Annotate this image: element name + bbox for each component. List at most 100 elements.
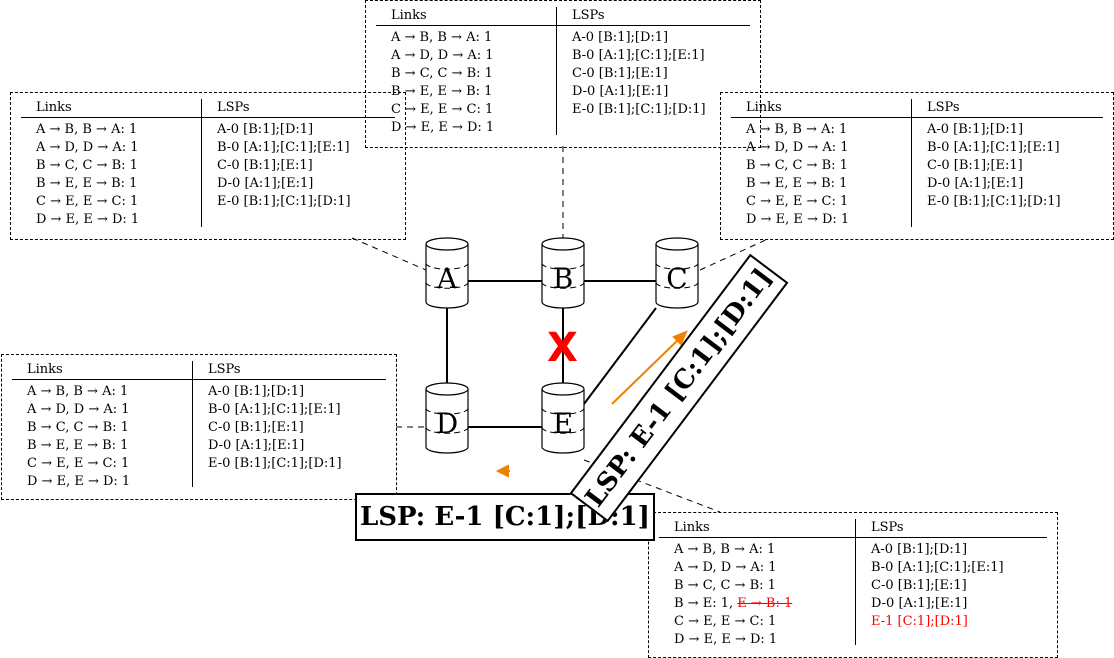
table-cell: B → E, E → B: 1 bbox=[391, 84, 493, 99]
node-b-cylinder bbox=[541, 237, 585, 309]
table-cell: B → C, C → B: 1 bbox=[27, 420, 129, 435]
node-b-label: B bbox=[552, 262, 574, 295]
lsps-column: A-0 [B:1];[D:1] B-0 [A:1];[C:1];[E:1] C-0 … bbox=[927, 121, 1061, 211]
table-cell: C-0 [B:1];[E:1] bbox=[217, 158, 313, 173]
table-cell: C → E, E → C: 1 bbox=[746, 194, 849, 209]
lsps-header: LSPs bbox=[208, 362, 241, 377]
link-row: A → B, B → A: 1 bbox=[674, 542, 776, 557]
table-cell: D → E, E → D: 1 bbox=[746, 212, 850, 227]
graph-edges bbox=[446, 280, 657, 428]
link-row-remaining: B → E: 1, bbox=[674, 596, 738, 611]
table-cell: B-0 [A:1];[C:1];[E:1] bbox=[927, 140, 1060, 155]
table-cell: C → E, E → C: 1 bbox=[27, 456, 130, 471]
lsps-header: LSPs bbox=[572, 8, 605, 23]
table-cell: D → E, E → D: 1 bbox=[36, 212, 140, 227]
links-header: Links bbox=[27, 362, 63, 377]
table-cell: B → C, C → B: 1 bbox=[391, 66, 493, 81]
lsp-row: D-0 [A:1];[E:1] bbox=[871, 596, 968, 611]
table-cell: C → E, E → C: 1 bbox=[391, 102, 494, 117]
link-failure-mark: X bbox=[547, 325, 578, 371]
node-c-label: C bbox=[666, 262, 688, 295]
table-cell: B → E, E → B: 1 bbox=[27, 438, 129, 453]
table-cell: A → D, D → A: 1 bbox=[746, 140, 849, 155]
node-a-lsdb-table: Links LSPs A → B, B → A: 1 A → D, D → A: 1… bbox=[10, 92, 406, 240]
table-cell: E-0 [B:1];[C:1];[D:1] bbox=[572, 102, 706, 117]
table-cell: A → D, D → A: 1 bbox=[27, 402, 130, 417]
links-column: A → B, B → A: 1 A → D, D → A: 1 B → C, C →… bbox=[391, 29, 494, 137]
node-e-lsdb-table: Links LSPs A → B, B → A: 1 A → D, D → A: … bbox=[648, 512, 1058, 658]
lsp-row: C-0 [B:1];[E:1] bbox=[871, 578, 967, 593]
node-d-lsdb-table: Links LSPs A → B, B → A: 1 A → D, D → A: 1… bbox=[1, 354, 397, 500]
table-cell: E-0 [B:1];[C:1];[D:1] bbox=[927, 194, 1061, 209]
table-cell: A → B, B → A: 1 bbox=[27, 384, 129, 399]
lsps-column: A-0 [B:1];[D:1] B-0 [A:1];[C:1];[E:1] C-… bbox=[871, 541, 1004, 631]
table-cell: A → D, D → A: 1 bbox=[391, 48, 494, 63]
message-arrows bbox=[495, 330, 688, 478]
lsps-column: A-0 [B:1];[D:1] B-0 [A:1];[C:1];[E:1] C-0 … bbox=[572, 29, 706, 119]
links-column: A → B, B → A: 1 A → D, D → A: 1 B → C, C… bbox=[674, 541, 792, 649]
node-d-cylinder bbox=[425, 382, 469, 454]
node-d-label: D bbox=[435, 407, 459, 440]
connector-c-table bbox=[699, 237, 771, 271]
table-cell: B → C, C → B: 1 bbox=[36, 158, 138, 173]
table-cell: B → E, E → B: 1 bbox=[36, 176, 138, 191]
arrow-e-to-c-head bbox=[672, 330, 688, 346]
table-cell: D → E, E → D: 1 bbox=[391, 120, 495, 135]
links-column: A → B, B → A: 1 A → D, D → A: 1 B → C, C →… bbox=[27, 383, 130, 491]
node-a-label: A bbox=[436, 262, 458, 295]
lsps-column: A-0 [B:1];[D:1]B-0 [A:1];[C:1];[E:1]C-0 … bbox=[217, 121, 351, 211]
table-cell: C → E, E → C: 1 bbox=[36, 194, 139, 209]
router-nodes bbox=[425, 237, 699, 454]
lsp-row-updated: E-1 [C:1];[D:1] bbox=[871, 614, 968, 629]
table-cell: C-0 [B:1];[E:1] bbox=[208, 420, 304, 435]
node-a-cylinder bbox=[425, 237, 469, 309]
table-cell: E-0 [B:1];[C:1];[D:1] bbox=[217, 194, 351, 209]
lsp-row: B-0 [A:1];[C:1];[E:1] bbox=[871, 560, 1004, 575]
lsps-header: LSPs bbox=[927, 100, 960, 115]
links-header: Links bbox=[746, 100, 782, 115]
connector-a-table bbox=[351, 237, 427, 271]
table-cell: D → E, E → D: 1 bbox=[27, 474, 131, 489]
table-cell: B-0 [A:1];[C:1];[E:1] bbox=[217, 140, 350, 155]
lsps-header: LSPs bbox=[217, 100, 250, 115]
table-cell: B-0 [A:1];[C:1];[E:1] bbox=[208, 402, 341, 417]
table-cell: A → B, B → A: 1 bbox=[391, 30, 493, 45]
lsp-row: A-0 [B:1];[D:1] bbox=[871, 542, 968, 557]
lsps-column: A-0 [B:1];[D:1] B-0 [A:1];[C:1];[E:1] C-0 … bbox=[208, 383, 342, 473]
link-row: A → D, D → A: 1 bbox=[674, 560, 777, 575]
arrow-e-to-d-head bbox=[495, 464, 509, 478]
table-cell: C-0 [B:1];[E:1] bbox=[572, 66, 668, 81]
link-row-removed: E → B: 1 bbox=[737, 596, 793, 611]
table-cell: A-0 [B:1];[D:1] bbox=[208, 384, 305, 399]
link-row: C → E, E → C: 1 bbox=[674, 614, 777, 629]
table-cell: A → D, D → A: 1 bbox=[36, 140, 139, 155]
link-row: D → E, E → D: 1 bbox=[674, 632, 778, 647]
link-row-failed: B → E: 1, E → B: 1 bbox=[674, 595, 792, 613]
edge-c-e bbox=[583, 307, 657, 405]
node-c-cylinder bbox=[655, 237, 699, 309]
table-cell: A → B, B → A: 1 bbox=[36, 122, 138, 137]
table-cell: E-0 [B:1];[C:1];[D:1] bbox=[208, 456, 342, 471]
table-cell: A-0 [B:1];[D:1] bbox=[927, 122, 1024, 137]
table-cell: D-0 [A:1];[E:1] bbox=[572, 84, 669, 99]
table-cell: D-0 [A:1];[E:1] bbox=[927, 176, 1024, 191]
table-cell: B-0 [A:1];[C:1];[E:1] bbox=[572, 48, 705, 63]
table-cell: B → E, E → B: 1 bbox=[746, 176, 848, 191]
link-row: B → C, C → B: 1 bbox=[674, 578, 776, 593]
table-cell: D-0 [A:1];[E:1] bbox=[217, 176, 314, 191]
lsps-header: LSPs bbox=[871, 520, 904, 535]
table-cell: B → C, C → B: 1 bbox=[746, 158, 848, 173]
links-header: Links bbox=[674, 520, 710, 535]
table-cell: D-0 [A:1];[E:1] bbox=[208, 438, 305, 453]
node-e-label: E bbox=[552, 407, 574, 440]
node-e-cylinder bbox=[541, 382, 585, 454]
links-column: A → B, B → A: 1 A → D, D → A: 1 B → C, C →… bbox=[36, 121, 139, 229]
arrow-e-to-c bbox=[611, 337, 681, 405]
links-header: Links bbox=[36, 100, 72, 115]
table-cell: A-0 [B:1];[D:1] bbox=[572, 30, 669, 45]
table-cell: C-0 [B:1];[E:1] bbox=[927, 158, 1023, 173]
